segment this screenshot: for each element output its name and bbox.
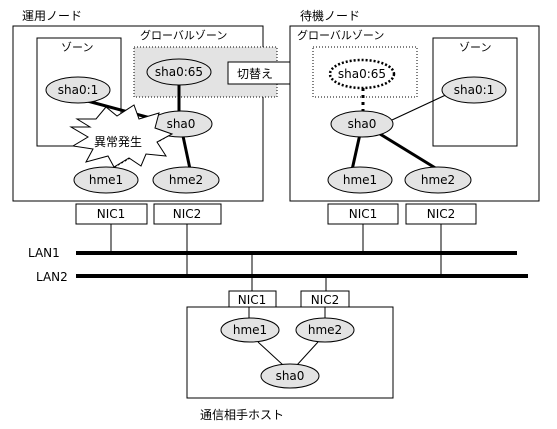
active-hme1 (73, 166, 139, 194)
remote-sha0 (260, 363, 320, 389)
fault-burst-icon (69, 104, 174, 168)
active-hme1-label: hme1 (89, 173, 123, 187)
standby-zone-label: ゾーン (459, 41, 491, 54)
active-hme2 (152, 166, 220, 194)
standby-global-zone-label: グローバルゾーン (297, 28, 384, 42)
remote-nic1-label: NIC1 (238, 293, 267, 307)
active-nic1-label: NIC1 (97, 207, 126, 221)
remote-hme1-label: hme1 (233, 323, 267, 337)
remote-nic2-label: NIC2 (311, 293, 340, 307)
standby-link-sha0-zone (391, 92, 451, 121)
standby-zone-iface-label: sha0:1 (454, 83, 495, 97)
remote-nic1 (228, 290, 277, 308)
active-sha0-65-label: sha0:65 (155, 65, 203, 79)
standby-sha0-65-label: sha0:65 (338, 67, 386, 81)
standby-nic1-label: NIC1 (349, 207, 378, 221)
standby-link-sha0-hme2 (379, 132, 438, 171)
standby-sha0-65 (328, 58, 396, 90)
link-sha0-1-sha0 (79, 97, 159, 122)
active-hme2-label: hme2 (169, 173, 203, 187)
active-sha0-label: sha0 (167, 117, 196, 131)
active-nic2-label: NIC2 (173, 207, 202, 221)
switch-label: 切替え (237, 67, 273, 81)
remote-hme1 (220, 317, 280, 343)
standby-hme1-label: hme1 (343, 173, 377, 187)
standby-hme2-label: hme2 (421, 173, 455, 187)
lan2-label: LAN2 (36, 270, 68, 284)
remote-link-hme1-sha0 (257, 341, 284, 366)
active-zone-label: ゾーン (61, 41, 93, 54)
remote-hme2-label: hme2 (308, 323, 342, 337)
standby-sha0-label: sha0 (348, 117, 377, 131)
fault-label: 異常発生 (94, 135, 142, 149)
active-global-zone-label: グローバルゾーン (140, 28, 227, 42)
standby-node-title: 待機ノード (300, 8, 360, 23)
standby-sha0 (330, 110, 394, 138)
remote-link-hme2-sha0 (296, 341, 319, 366)
active-zone-iface (45, 76, 111, 104)
standby-zone-iface (441, 76, 507, 104)
remote-hme2 (295, 317, 355, 343)
standby-nic2-label: NIC2 (427, 207, 456, 221)
active-zone-iface-label: sha0:1 (58, 83, 99, 97)
standby-hme1 (327, 166, 393, 194)
remote-host-title: 通信相手ホスト (200, 408, 284, 422)
lan1-label: LAN1 (28, 246, 60, 260)
standby-hme2 (404, 166, 472, 194)
remote-sha0-label: sha0 (276, 369, 305, 383)
standby-link-sha0-hme1 (350, 133, 362, 171)
link-sha0-hme2 (181, 135, 192, 170)
active-node-title: 運用ノード (22, 9, 82, 23)
active-sha0-65 (146, 58, 212, 86)
